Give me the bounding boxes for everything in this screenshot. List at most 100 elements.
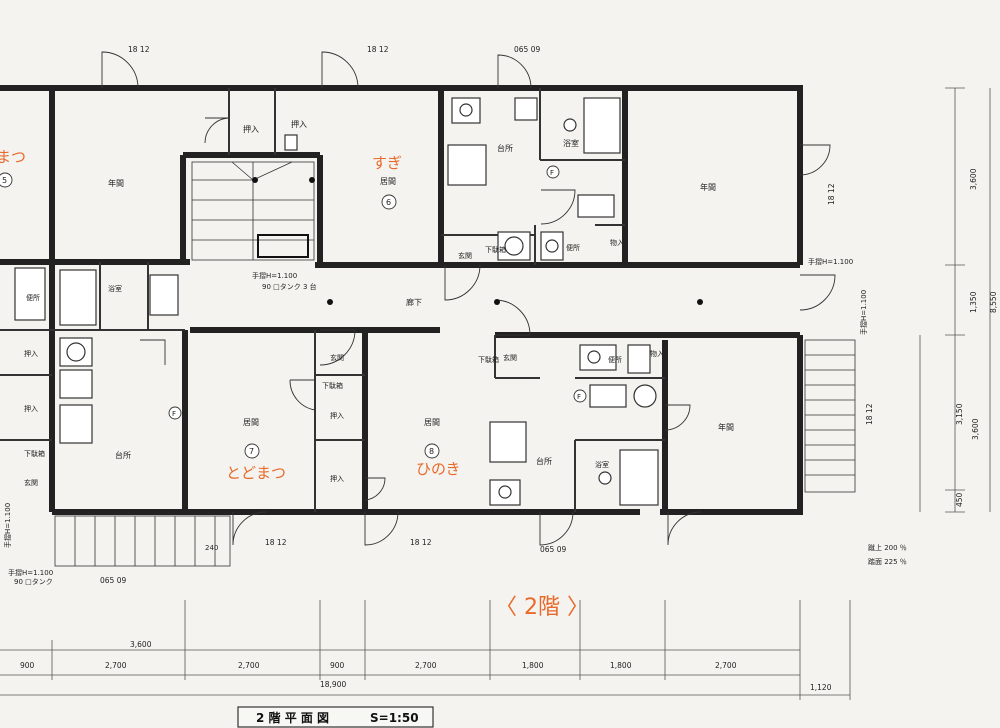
room-label: 廊下 xyxy=(406,297,422,307)
dim-label: 900 xyxy=(20,661,35,670)
room-label: 浴室 xyxy=(595,460,609,469)
dim-label: 2,700 xyxy=(715,661,737,670)
dim-label: 450 xyxy=(955,492,964,507)
note: 手摺H=1.100 xyxy=(8,568,53,577)
room-label: 下駄箱 xyxy=(485,245,506,254)
room-label: 浴室 xyxy=(108,284,122,293)
note: 蹴上 200 ％ xyxy=(868,543,907,552)
room-label: 台所 xyxy=(497,143,513,153)
dim-label: 3,600 xyxy=(130,640,152,649)
dim-label: 18 12 xyxy=(410,538,432,547)
outer-walls xyxy=(0,85,803,515)
dim-label: 18 12 xyxy=(865,403,874,425)
dim-label: 2,700 xyxy=(105,661,127,670)
note: 踏面 225 ％ xyxy=(868,557,907,566)
dim-label: 1,800 xyxy=(522,661,544,670)
bottom-dimension-labels: 3,600 900 2,700 2,700 900 2,700 1,800 1,… xyxy=(20,640,832,692)
dim-label: 3,600 xyxy=(969,168,978,190)
stair-bottom xyxy=(54,515,231,567)
plan-title: 2 階 平 面 図 xyxy=(256,710,329,725)
dim-label: 18 12 xyxy=(128,45,150,54)
unit-numbers: 5 6 7 8 F F F xyxy=(2,169,581,456)
orange-annotations: まつ すぎ とどまつ ひのき 〈 2階 〉 xyxy=(0,148,589,620)
room-label: 年間 xyxy=(108,178,124,188)
room-label: 押入 xyxy=(330,411,344,420)
title-box xyxy=(237,706,434,728)
room-label: 押入 xyxy=(24,349,38,358)
dim-label: 3,600 xyxy=(971,418,980,440)
room-label: 下駄箱 xyxy=(322,381,343,390)
room-label: 物入 xyxy=(610,238,624,247)
dim-label: 065 09 xyxy=(514,45,540,54)
dim-label: 900 xyxy=(330,661,345,670)
room-label: 年間 xyxy=(700,182,716,192)
room-label: 台所 xyxy=(115,450,131,460)
dim-label: 8,550 xyxy=(989,291,998,313)
right-dimension-lines xyxy=(919,87,991,513)
note: 90 □タンク xyxy=(14,577,53,586)
unit-name-annotation: まつ xyxy=(0,148,26,166)
fixtures xyxy=(14,97,659,506)
stair-right xyxy=(804,339,856,493)
note: 90 □タンク 3 台 xyxy=(262,282,317,291)
markers xyxy=(252,177,703,305)
note: 手摺H=1.100 xyxy=(859,290,868,335)
room-label: 居間 xyxy=(243,418,259,427)
room-label: 押入 xyxy=(291,119,307,129)
room-label: 下駄箱 xyxy=(24,449,45,458)
room-label: 玄関 xyxy=(503,353,517,362)
dim-label: 065 09 xyxy=(540,545,566,554)
room-label: 居間 xyxy=(424,418,440,427)
dim-label: 3,150 xyxy=(955,403,964,425)
doors xyxy=(101,51,836,546)
notes: 手摺H=1.100 90 □タンク 3 台 手摺H=1.100 手摺H=1.10… xyxy=(3,257,907,586)
unit-number: 6 xyxy=(386,198,391,207)
room-label: 玄関 xyxy=(330,353,344,362)
room-label: 便所 xyxy=(608,355,622,364)
right-dimension-labels: 3,600 1,350 8,550 3,150 3,600 450 xyxy=(955,168,998,507)
unit-number: 8 xyxy=(429,447,434,456)
dim-label: 1,350 xyxy=(969,291,978,313)
note: 手摺H=1.100 xyxy=(808,257,853,266)
dim-label: 18,900 xyxy=(320,680,346,689)
room-label: 便所 xyxy=(566,243,580,252)
door-dimension-labels: 18 12 18 12 065 09 18 12 18 12 065 09 06… xyxy=(100,45,874,585)
dim-label: 18 12 xyxy=(827,183,836,205)
room-label: 便所 xyxy=(26,293,40,302)
room-label: 押入 xyxy=(24,404,38,413)
room-labels: 年間 押入 押入 居間 台所 浴室 年間 便所 玄関 下駄箱 物入 廊下 便所 … xyxy=(24,119,734,487)
room-label: 押入 xyxy=(330,474,344,483)
unit-name-annotation: とどまつ xyxy=(226,464,286,482)
f-mark: F xyxy=(172,410,176,418)
stair-center xyxy=(191,161,315,261)
room-label: 押入 xyxy=(243,124,259,134)
dim-label: 2,700 xyxy=(415,661,437,670)
f-mark: F xyxy=(550,169,554,177)
unit-number-circles xyxy=(0,165,587,459)
room-label: 玄関 xyxy=(458,251,472,260)
room-label: 下駄箱 xyxy=(478,355,499,364)
room-label: 玄関 xyxy=(24,478,38,487)
dim-label: 18 12 xyxy=(265,538,287,547)
room-label: 台所 xyxy=(536,456,552,466)
unit-number: 7 xyxy=(249,447,254,456)
inner-walls xyxy=(0,88,665,512)
plan-scale: S=1:50 xyxy=(370,711,419,725)
unit-number: 5 xyxy=(2,176,7,185)
room-label: 年間 xyxy=(718,422,734,432)
dim-label: 065 09 xyxy=(100,576,126,585)
floor-label: 〈 2階 〉 xyxy=(495,595,589,620)
room-label: 居間 xyxy=(380,177,396,186)
dim-label: 18 12 xyxy=(367,45,389,54)
note: 240 xyxy=(205,544,218,552)
note: 手摺H=1.100 xyxy=(3,503,12,548)
dim-label: 2,700 xyxy=(238,661,260,670)
f-mark: F xyxy=(577,393,581,401)
dim-label: 1,800 xyxy=(610,661,632,670)
note: 手摺H=1.100 xyxy=(252,271,297,280)
dim-label: 1,120 xyxy=(810,683,832,692)
unit-name-annotation: すぎ xyxy=(372,154,402,172)
